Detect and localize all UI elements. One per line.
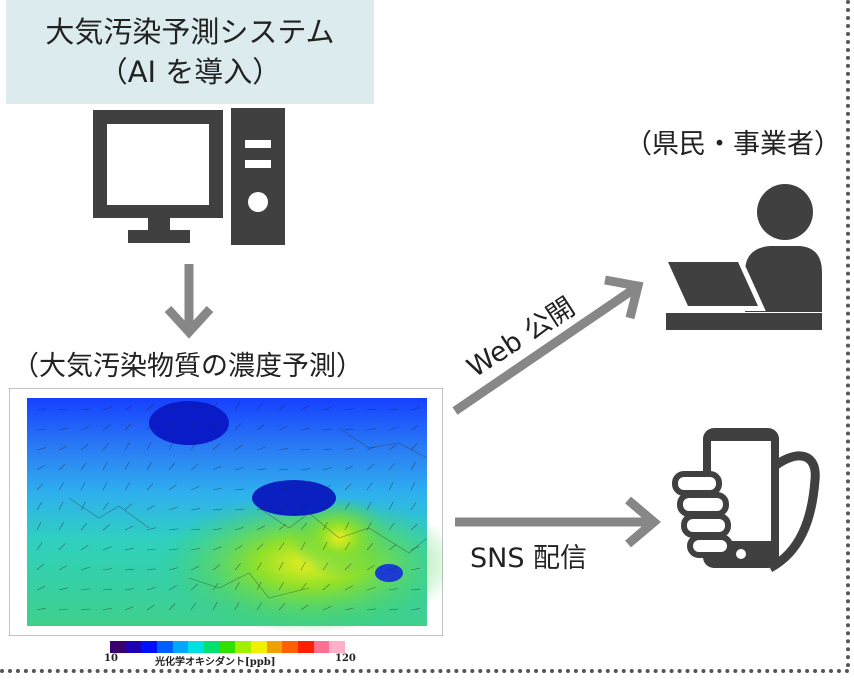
hand-phone-icon [672, 428, 820, 572]
colorbar-swatch [329, 641, 346, 653]
colorbar-swatch [266, 641, 283, 653]
colorbar-max: 120 [335, 653, 356, 664]
colorbar-swatch [219, 641, 236, 653]
colorbar-swatch [251, 641, 267, 653]
pollution-map [9, 388, 443, 636]
sns-arrow [455, 496, 661, 548]
system-title: 大気汚染予測システム [45, 15, 335, 49]
prediction-label: （大気汚染物質の濃度予測） [12, 351, 363, 382]
colorbar-swatch [298, 641, 314, 653]
down-arrow [164, 264, 214, 339]
colorbar-swatch [157, 641, 173, 653]
colorbar-swatch [282, 641, 299, 653]
person-laptop-icon [660, 184, 822, 330]
colorbar-swatch [141, 641, 158, 653]
dotted-border-right [846, 0, 850, 668]
system-title-box: 大気汚染予測システム （AI を導入） [6, 0, 374, 104]
colorbar-swatch [235, 641, 252, 653]
users-label: （県民・事業者） [625, 129, 841, 160]
colorbar-swatch [204, 641, 220, 653]
colorbar-swatch [172, 641, 189, 653]
colorbar-swatch [110, 641, 126, 653]
colorbar-swatch [125, 641, 142, 653]
system-subtitle: （AI を導入） [98, 55, 282, 89]
colorbar-swatch [188, 641, 205, 653]
dotted-border-bottom [0, 669, 850, 673]
colorbar [110, 641, 346, 653]
computer-icon [93, 108, 285, 245]
sns-label: SNS 配信 [470, 543, 588, 574]
web-arrow [452, 275, 644, 415]
colorbar-swatch [313, 641, 330, 653]
colorbar-min: 10 [104, 653, 118, 664]
wind-vectors [36, 401, 421, 611]
colorbar-label: 光化学オキシダント[ppb] [155, 657, 276, 668]
